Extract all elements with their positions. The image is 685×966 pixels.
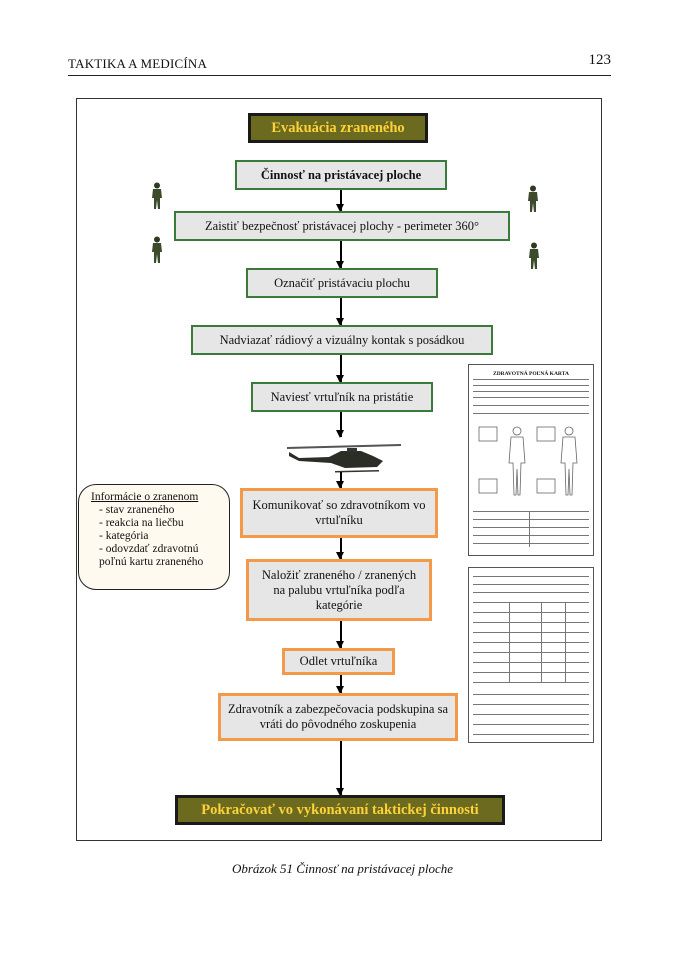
arrow: [337, 741, 343, 796]
step-guide-helicopter: Naviesť vrtuľník na pristátie: [251, 382, 433, 412]
casualty-info-item: reakcia na liečbu: [99, 517, 221, 530]
casualty-info-item: odovzdať zdravotnú poľnú kartu zraneného: [99, 543, 221, 569]
step-secure-landing-zone: Zaistiť bezpečnosť pristávacej plochy - …: [174, 211, 510, 241]
arrow: [337, 472, 343, 489]
step-radio-contact: Nadviazať rádiový a vizuálny kontak s po…: [191, 325, 493, 355]
step-helicopter-departure: Odlet vrtuľníka: [282, 648, 395, 675]
casualty-info-title: Informácie o zranenom: [91, 491, 199, 503]
field-medical-card-front: ZDRAVOTNÁ POĽNÁ KARTA: [468, 364, 594, 556]
page-number: 123: [588, 52, 612, 68]
soldier-icon: [152, 236, 162, 263]
header-rule: [68, 75, 611, 76]
arrow: [337, 241, 343, 269]
figure-frame: [76, 98, 602, 841]
final-step: Pokračovať vo vykonávaní taktickej činno…: [175, 795, 505, 825]
casualty-info-item: stav zraneného: [99, 504, 221, 517]
body-diagram-icon: [478, 426, 578, 496]
field-medical-card-back: [468, 567, 594, 743]
arrow: [337, 190, 343, 212]
helicopter-icon: [287, 444, 401, 473]
arrow: [337, 298, 343, 326]
running-header: TAKTIKA A MEDICÍNA: [68, 56, 208, 71]
arrow: [337, 412, 343, 438]
step-communicate-medic: Komunikovať so zdravotníkom vo vrtuľníku: [240, 488, 438, 538]
arrow: [337, 675, 343, 694]
casualty-info-item: kategória: [99, 530, 221, 543]
soldier-icon: [152, 182, 162, 209]
soldier-icon: [528, 185, 538, 212]
step-load-casualty: Naložiť zraneného / zranených na palubu …: [246, 559, 432, 621]
casualty-info-box: Informácie o zranenom stav zraneného rea…: [78, 484, 230, 590]
step-return-to-group: Zdravotník a zabezpečovacia podskupina s…: [218, 693, 458, 741]
soldier-icon: [529, 242, 539, 269]
step-landing-zone-activity: Činnosť na pristávacej ploche: [235, 160, 447, 190]
arrow: [337, 355, 343, 383]
arrow: [337, 621, 343, 649]
diagram-title: Evakuácia zraneného: [248, 113, 428, 143]
step-mark-landing-zone: Označiť pristávaciu plochu: [246, 268, 438, 298]
field-medical-card-title: ZDRAVOTNÁ POĽNÁ KARTA: [493, 371, 569, 377]
arrow: [337, 538, 343, 560]
figure-caption: Obrázok 51 Činnosť na pristávacej ploche: [231, 861, 453, 876]
